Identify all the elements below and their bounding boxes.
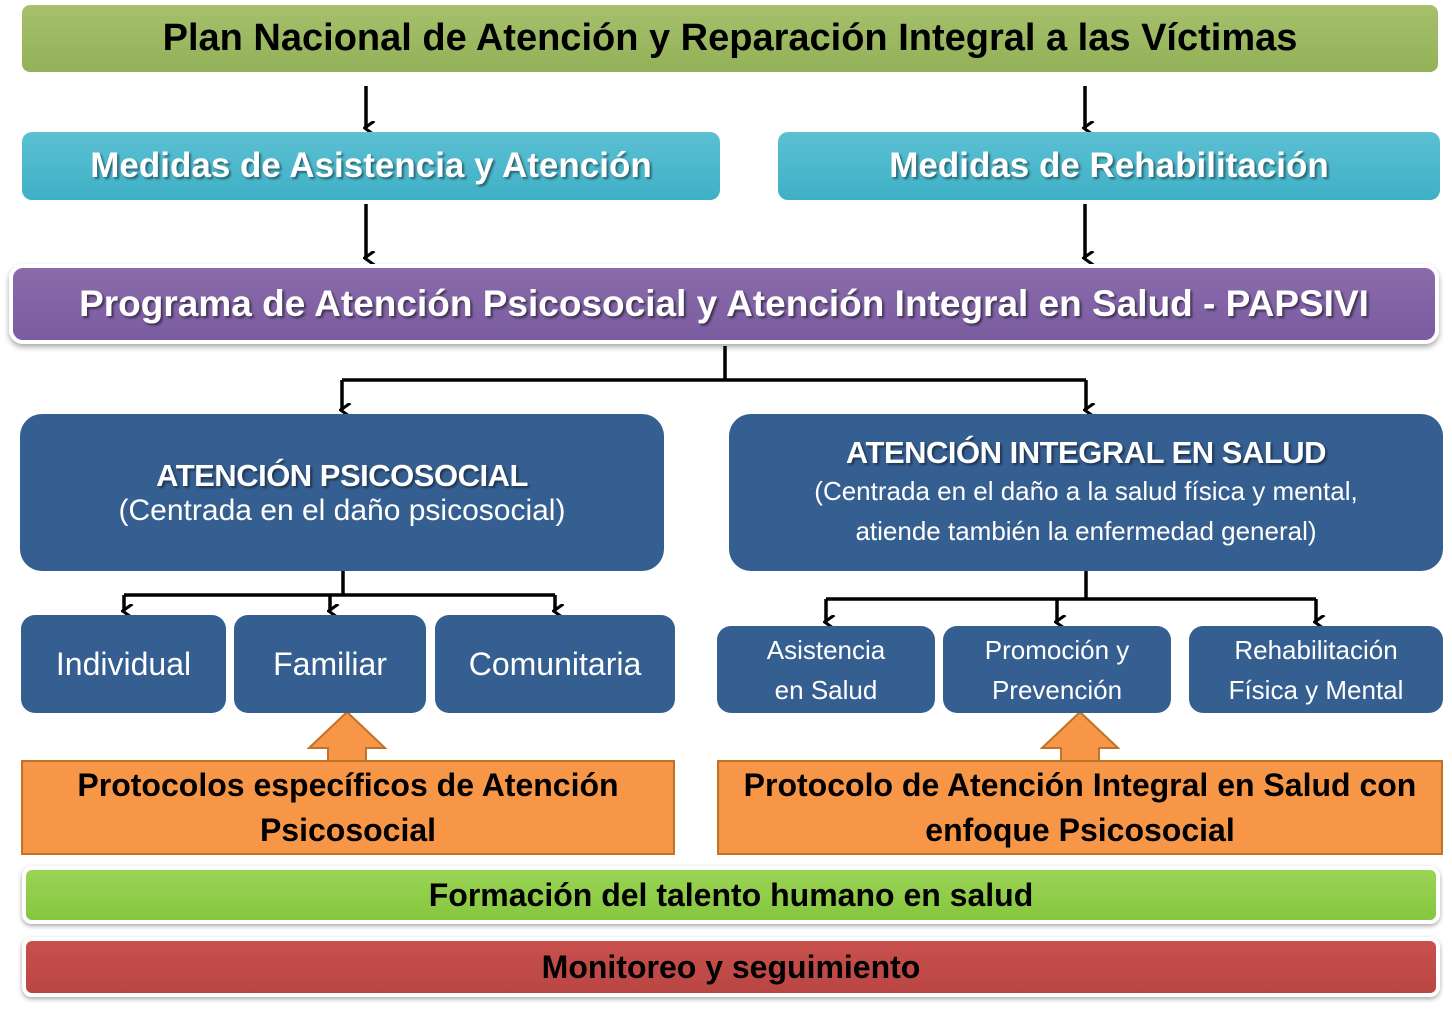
asistencia-salud-line2: en Salud: [774, 674, 878, 705]
integral-health-heading: ATENCIÓN INTEGRAL EN SALUD: [845, 434, 1327, 470]
asistencia-salud-box: Asistencia en Salud: [717, 626, 935, 713]
psychosocial-subtitle: (Centrada en el daño psicosocial): [118, 493, 566, 527]
papsivi-program-box: Programa de Atención Psicosocial y Atenc…: [9, 264, 1439, 344]
individual-label: Individual: [55, 646, 192, 682]
integral-health-subtitle-2: atiende también la enfermedad general): [855, 515, 1317, 546]
integral-protocol-line2: enfoque Psicosocial: [925, 811, 1235, 848]
psychosocial-protocols-box: Protocolos específicos de Atención Psico…: [21, 760, 675, 855]
rehabilitation-measures-box: Medidas de Rehabilitación: [778, 132, 1440, 200]
assistance-measures-box: Medidas de Asistencia y Atención: [22, 132, 720, 200]
psychosocial-care-box: ATENCIÓN PSICOSOCIAL (Centrada en el dañ…: [20, 414, 664, 571]
comunitaria-label: Comunitaria: [468, 646, 642, 682]
plan-title: Plan Nacional de Atención y Reparación I…: [162, 17, 1298, 59]
monitoring-label: Monitoreo y seguimiento: [541, 948, 921, 985]
individual-box: Individual: [21, 615, 226, 713]
rehabilitacion-line1: Rehabilitación: [1234, 634, 1398, 665]
promocion-line1: Promoción y: [984, 634, 1130, 665]
papsivi-title: Programa de Atención Psicosocial y Atenc…: [79, 283, 1369, 324]
rehabilitacion-fisica-mental-box: Rehabilitación Física y Mental: [1189, 626, 1443, 713]
comunitaria-box: Comunitaria: [435, 615, 675, 713]
psychosocial-protocols-line1: Protocolos específicos de Atención: [77, 766, 619, 803]
training-label: Formación del talento humano en salud: [428, 876, 1034, 913]
assistance-measures-label: Medidas de Asistencia y Atención: [90, 146, 652, 185]
integral-protocol-line1: Protocolo de Atención Integral en Salud …: [743, 766, 1417, 803]
up-arrow-protocol-psychosocial: [306, 710, 388, 763]
promocion-prevencion-box: Promoción y Prevención: [943, 626, 1171, 713]
psychosocial-heading: ATENCIÓN PSICOSOCIAL: [156, 457, 528, 493]
monitoring-bar: Monitoreo y seguimiento: [22, 937, 1440, 997]
familiar-label: Familiar: [273, 646, 387, 682]
training-bar: Formación del talento humano en salud: [22, 866, 1440, 924]
psychosocial-protocols-line2: Psicosocial: [259, 811, 437, 848]
rehabilitation-measures-label: Medidas de Rehabilitación: [889, 146, 1329, 185]
rehabilitacion-line2: Física y Mental: [1228, 674, 1404, 705]
integral-health-box: ATENCIÓN INTEGRAL EN SALUD (Centrada en …: [729, 414, 1443, 571]
promocion-line2: Prevención: [991, 674, 1123, 705]
plan-nacional-box: Plan Nacional de Atención y Reparación I…: [22, 5, 1438, 72]
integral-protocol-box: Protocolo de Atención Integral en Salud …: [717, 760, 1443, 855]
familiar-box: Familiar: [234, 615, 426, 713]
integral-health-subtitle-1: (Centrada en el daño a la salud física y…: [814, 475, 1358, 506]
asistencia-salud-line1: Asistencia: [766, 634, 886, 665]
up-arrow-protocol-integral: [1039, 710, 1121, 763]
